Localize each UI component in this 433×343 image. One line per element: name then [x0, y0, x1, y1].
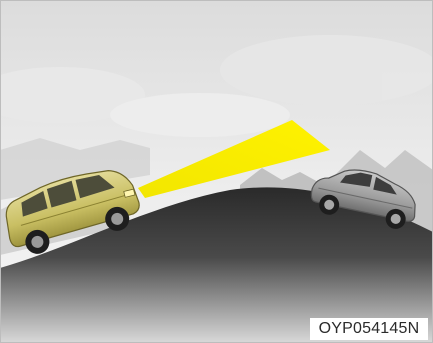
figure-code-label: OYP054145N [310, 318, 428, 340]
